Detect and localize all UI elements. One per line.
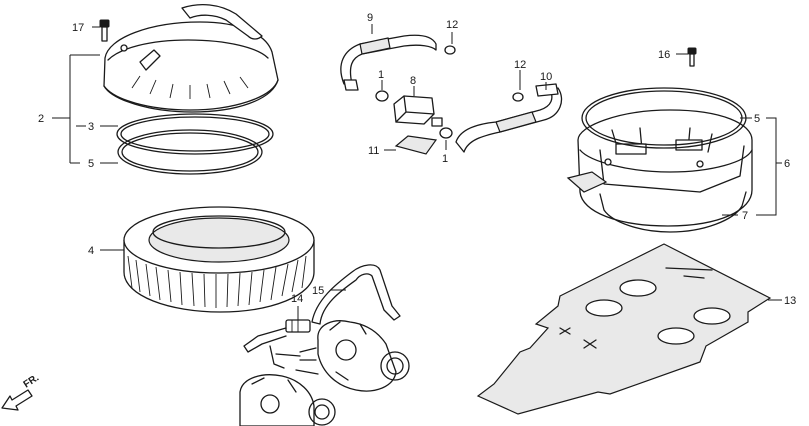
- leader-6: [756, 117, 782, 216]
- protector-sheet-13: [476, 243, 772, 415]
- arrow-down-left-icon: [1, 389, 33, 411]
- callout-4: 4: [88, 245, 94, 257]
- bolt-16: [99, 19, 110, 42]
- hose-10: [455, 83, 563, 153]
- callout-3: 2: [38, 113, 44, 125]
- filter-pad-11: [394, 135, 438, 155]
- air-filter-element: [123, 206, 315, 313]
- front-direction-marker: FR.: [1, 372, 42, 411]
- callout-2: 3: [88, 121, 94, 133]
- clamp-12-top: [444, 45, 456, 55]
- hose-9: [340, 34, 437, 91]
- callout-12-right: 12: [514, 59, 526, 71]
- leader-3: [52, 54, 100, 164]
- bolt-15: [687, 47, 697, 67]
- callout-16: 17: [72, 22, 84, 34]
- control-valve-8: [393, 95, 443, 127]
- callout-10: 10: [540, 71, 552, 83]
- clamp-1-right: [439, 127, 453, 139]
- callout-8: 8: [410, 75, 416, 87]
- connector-14: [285, 319, 311, 333]
- callout-14: 14: [291, 293, 303, 305]
- carburetor-assembly: [239, 320, 410, 426]
- callout-11: 11: [368, 145, 379, 157]
- callout-15: 16: [658, 49, 670, 61]
- callout-1-right: 1: [442, 153, 448, 165]
- callout-6: 6: [784, 158, 790, 170]
- gasket-ring-5-left: [117, 129, 263, 175]
- clamp-1-left: [375, 90, 389, 102]
- callout-12-top: 12: [446, 19, 458, 31]
- direction-label: FR.: [22, 372, 42, 390]
- clamp-12-right: [512, 92, 524, 102]
- gasket-ring-2: [116, 113, 274, 155]
- breather-tube: [243, 327, 301, 369]
- air-cleaner-case: [566, 109, 753, 233]
- tube-17: [311, 264, 401, 325]
- callout-17: 15: [312, 285, 324, 297]
- callout-1-left: 1: [378, 69, 384, 81]
- callout-5-right: 5: [754, 113, 760, 125]
- air-cleaner-cover: [103, 3, 279, 113]
- callout-5-left: 5: [88, 158, 94, 170]
- callout-13: 13: [784, 295, 796, 307]
- callout-7: 7: [742, 210, 748, 222]
- callout-9: 9: [367, 12, 373, 24]
